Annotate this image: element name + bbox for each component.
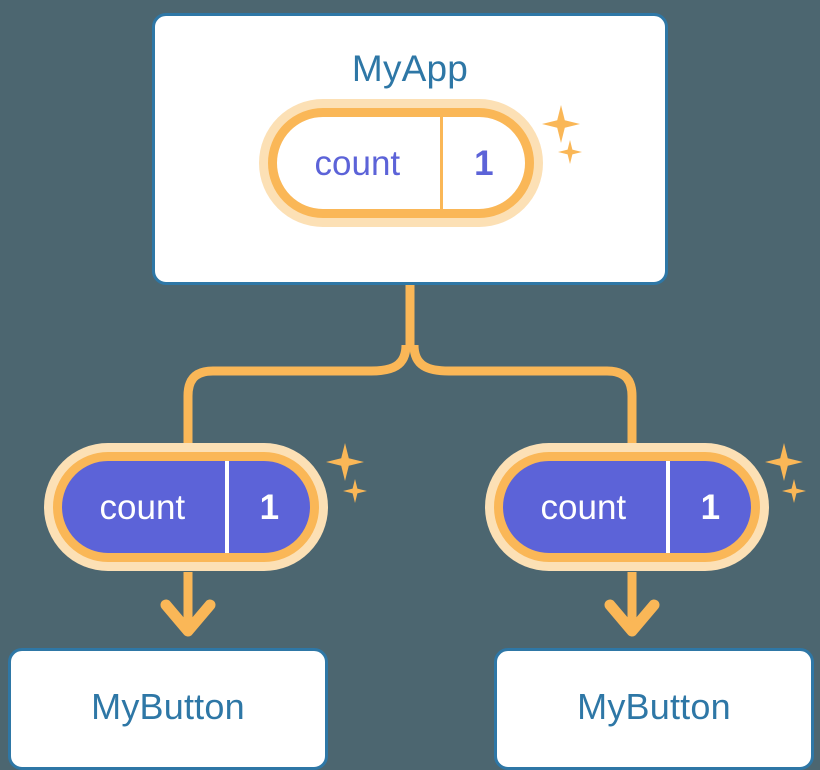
state-value: 1 [700,487,721,527]
state-pill-myapp[interactable]: count 1 [268,108,534,218]
component-card-mybutton-right[interactable]: MyButton [494,648,814,770]
state-pill-mybutton-right[interactable]: count 1 [494,452,760,562]
state-value: 1 [259,487,280,527]
sparkle-icon [765,443,803,481]
state-pill[interactable]: count 1 [53,452,319,562]
component-card-mybutton-left[interactable]: MyButton [8,648,328,770]
component-card-label: MyButton [91,686,245,727]
state-key: count [277,117,443,209]
arrow-head-right-icon [604,599,660,637]
state-pill-mybutton-left[interactable]: count 1 [53,452,319,562]
state-value: 1 [474,143,494,183]
state-pill[interactable]: count 1 [268,108,534,218]
state-key: count [503,461,670,553]
connector-fork-right [409,344,637,452]
component-card-label: MyButton [577,686,731,727]
state-key: count [62,461,229,553]
state-pill[interactable]: count 1 [494,452,760,562]
sparkle-icon [343,479,367,503]
arrow-head-left-icon [160,599,216,637]
page-title: MyApp [351,48,469,89]
connector-fork-left [183,344,411,452]
sparkle-icon [782,479,806,503]
sparkle-icon [326,443,364,481]
